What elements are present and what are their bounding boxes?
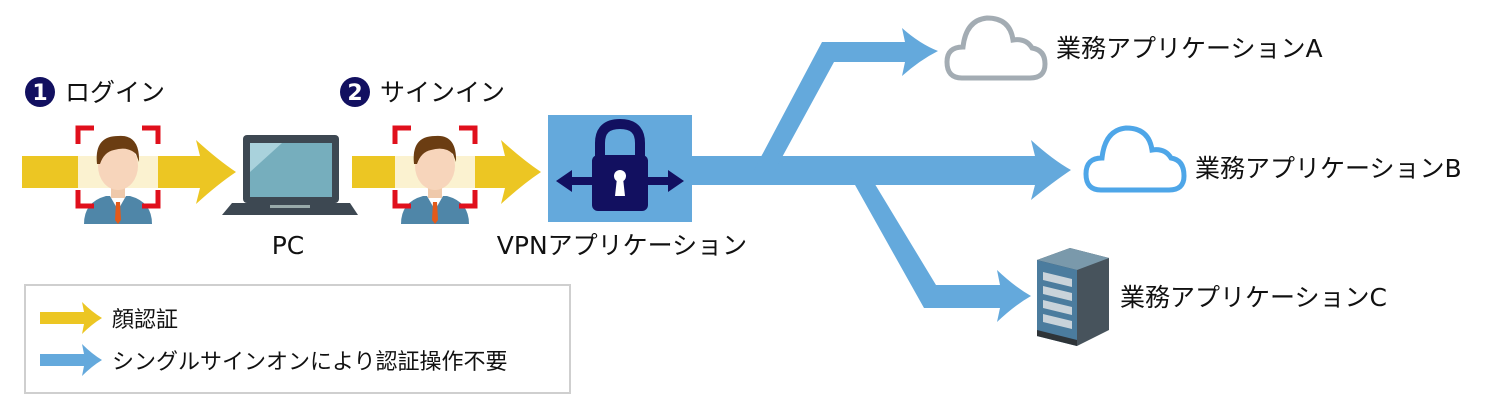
legend-yellow-arrow <box>40 302 102 334</box>
flow-to-app-c <box>850 176 1031 322</box>
pc-label: PC <box>272 231 305 260</box>
legend-blue-arrow <box>40 344 102 376</box>
step-2-badge <box>340 77 370 107</box>
step-2-label: サインイン <box>380 78 505 107</box>
server-icon-app-c <box>1037 248 1109 346</box>
legend-face-auth: 顔認証 <box>112 308 178 333</box>
laptop-icon <box>222 135 358 215</box>
step-1-number: 1 <box>32 81 47 106</box>
cloud-icon-app-b <box>1083 125 1187 193</box>
vpn-app-label: VPNアプリケーション <box>497 231 747 260</box>
flow-to-app-b <box>692 140 1071 200</box>
step-1: 1 ログイン <box>25 77 165 107</box>
app-c-label: 業務アプリケーションC <box>1120 283 1387 312</box>
legend: 顔認証 シングルサインオンにより認証操作不要 <box>24 284 571 394</box>
step-1-badge <box>25 77 55 107</box>
step-2: 2 サインイン <box>340 77 505 107</box>
step-2-number: 2 <box>347 81 362 106</box>
app-b-label: 業務アプリケーションB <box>1195 154 1462 183</box>
vpn-app-icon <box>548 115 692 222</box>
cloud-icon-app-a <box>944 15 1048 81</box>
flow-to-app-a <box>754 28 938 172</box>
legend-sso: シングルサインオンにより認証操作不要 <box>112 350 508 375</box>
app-a-label: 業務アプリケーションA <box>1056 34 1323 63</box>
sso-flow-arrows <box>692 28 1071 322</box>
step-1-label: ログイン <box>65 78 165 107</box>
